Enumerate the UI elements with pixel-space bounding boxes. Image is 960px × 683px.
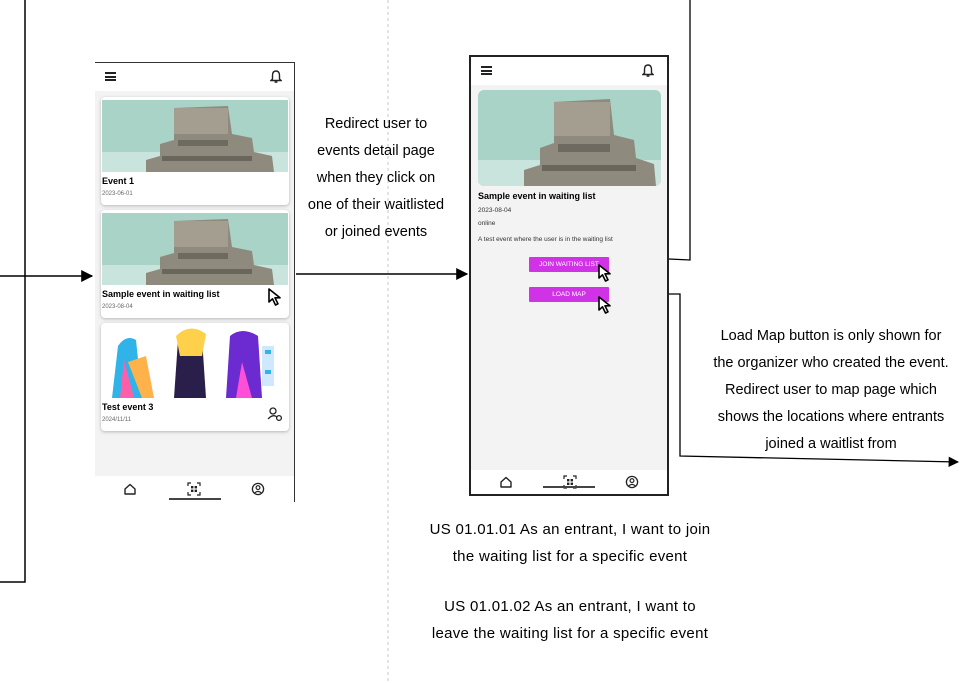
events-list-screen: Event 1 2023-06-01 Sample event in waiti… <box>95 62 295 502</box>
bottom-nav <box>471 470 667 494</box>
profile-icon[interactable] <box>251 482 265 496</box>
qr-scan-icon[interactable] <box>187 482 201 496</box>
nav-active-indicator <box>543 486 595 488</box>
event-date: 2023-08-04 <box>102 304 133 310</box>
load-map-button[interactable]: LOAD MAP <box>529 287 609 302</box>
note-line: Redirect user to map page which <box>725 382 937 398</box>
note-line: Load Map button is only shown for <box>720 328 942 344</box>
event-title: Sample event in waiting list <box>478 191 596 201</box>
join-waiting-list-button[interactable]: JOIN WAITING LIST <box>529 257 609 272</box>
event-date: 2023-08-04 <box>478 207 512 214</box>
user-story: US 01.01.01 As an entrant, I want to joi… <box>400 516 740 570</box>
hamburger-menu-icon[interactable] <box>105 72 116 81</box>
note-line: joined a waitlist from <box>765 436 897 452</box>
note-line: Redirect user to <box>324 116 428 132</box>
nav-active-indicator <box>169 498 221 500</box>
note-line: or joined events <box>324 224 428 240</box>
user-story-line: US 01.01.02 As an entrant, I want to <box>444 598 696 615</box>
redirect-note: Redirect user to events detail page when… <box>300 111 452 246</box>
mouse-pointer-icon <box>598 264 611 282</box>
event-image <box>102 213 288 285</box>
event-detail-screen: Sample event in waiting list 2023-08-04 … <box>469 55 669 496</box>
user-settings-icon[interactable] <box>267 405 283 423</box>
event-image <box>102 100 288 172</box>
user-story-line: the waiting list for a specific event <box>452 548 688 565</box>
bell-icon[interactable] <box>270 70 282 84</box>
incoming-connector <box>0 0 26 583</box>
event-date: 2023-06-01 <box>102 191 133 197</box>
note-line: events detail page <box>317 143 435 159</box>
event-description: A test event where the user is in the wa… <box>478 236 613 243</box>
note-line: shows the locations where entrants <box>717 409 945 425</box>
event-location: online <box>478 220 496 227</box>
event-card[interactable]: Event 1 2023-06-01 <box>101 97 289 205</box>
home-icon[interactable] <box>499 475 513 489</box>
profile-icon[interactable] <box>625 475 639 489</box>
bottom-nav <box>95 476 294 502</box>
event-image <box>102 326 288 398</box>
user-story-line: US 01.01.01 As an entrant, I want to joi… <box>429 521 711 538</box>
load-map-note: Load Map button is only shown for the or… <box>700 323 960 458</box>
user-story: US 01.01.02 As an entrant, I want to lea… <box>400 593 740 647</box>
qr-scan-icon[interactable] <box>563 475 577 489</box>
event-card[interactable]: Test event 3 2024/11/11 <box>101 323 289 431</box>
event-date: 2024/11/11 <box>102 417 132 423</box>
note-line: one of their waitlisted <box>307 197 445 213</box>
event-title: Event 1 <box>102 176 135 186</box>
app-bar <box>95 63 294 91</box>
home-icon[interactable] <box>123 482 137 496</box>
event-image <box>478 90 661 186</box>
event-title: Sample event in waiting list <box>102 289 220 299</box>
hamburger-menu-icon[interactable] <box>481 66 492 75</box>
mouse-pointer-icon <box>268 288 281 306</box>
note-line: the organizer who created the event. <box>713 355 949 371</box>
event-title: Test event 3 <box>102 402 154 412</box>
event-card[interactable]: Sample event in waiting list 2023-08-04 <box>101 210 289 318</box>
mouse-pointer-icon <box>598 296 611 314</box>
app-bar <box>471 57 667 85</box>
note-line: when they click on <box>316 170 436 186</box>
bell-icon[interactable] <box>642 64 654 78</box>
user-story-line: leave the waiting list for a specific ev… <box>431 625 709 642</box>
